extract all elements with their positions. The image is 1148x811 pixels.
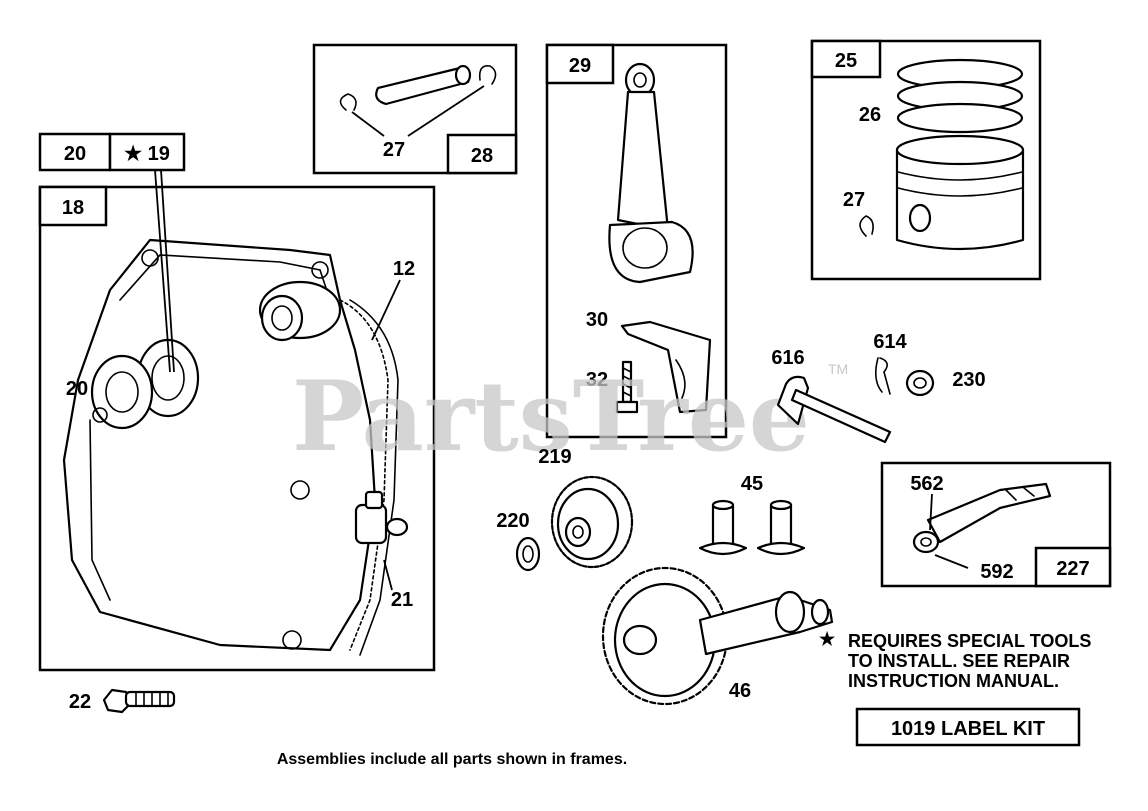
oil-fill-part[interactable] [354, 490, 409, 545]
callout-20: 20 [66, 378, 88, 400]
callout-22: 22 [69, 691, 91, 713]
washer-220-part[interactable] [515, 536, 541, 572]
note-line-3: INSTRUCTION MANUAL. [848, 671, 1059, 691]
callout-616: 616 [771, 347, 804, 369]
label-kit-box[interactable]: 1019 LABEL KIT [855, 707, 1081, 747]
piston-rings-part[interactable] [896, 58, 1024, 134]
camshaft-46-part[interactable] [601, 566, 834, 706]
frame-piston-pin[interactable]: 28 27 [312, 43, 518, 175]
callout-30: 30 [586, 309, 608, 331]
note-line-1: REQUIRES SPECIAL TOOLS [848, 631, 1091, 651]
callout-562: 562 [910, 473, 943, 495]
callout-45: 45 [741, 473, 763, 495]
frame-label-25: 25 [835, 50, 857, 72]
callout-12: 12 [393, 258, 415, 280]
crankcase-cover-part[interactable] [62, 238, 377, 652]
callout-46: 46 [729, 680, 751, 702]
dipper-30-part[interactable] [620, 320, 712, 414]
frame-label-28: 28 [471, 145, 493, 167]
watermark: PartsTree [292, 360, 810, 473]
callout-32: 32 [586, 369, 608, 391]
retainer-ring-piston [859, 215, 874, 237]
governor-link-616-part[interactable] [776, 375, 892, 444]
frame-piston[interactable]: 25 26 27 [810, 39, 1042, 281]
screw-22-part[interactable] [102, 688, 176, 714]
retainer-ring-right [478, 64, 497, 85]
callout-27-pin: 27 [383, 139, 405, 161]
governor-gear-219-part[interactable] [550, 475, 634, 569]
frame-oil-seal[interactable]: 20 ★ 19 [38, 132, 186, 373]
callout-26: 26 [859, 104, 881, 126]
callout-220: 220 [496, 510, 529, 532]
washer-230-part[interactable] [905, 369, 935, 397]
frame-connecting-rod[interactable]: 29 30 32 [545, 43, 728, 439]
frame-crankcase-cover[interactable]: 18 12 20 21 [38, 185, 436, 672]
tappet-left-part[interactable] [698, 499, 748, 556]
gasket-part[interactable] [339, 299, 389, 651]
seal-ring-part[interactable] [90, 354, 154, 430]
callout-219: 219 [538, 446, 571, 468]
callout-592: 592 [980, 561, 1013, 583]
callout-614: 614 [873, 331, 907, 353]
frame-governor-lever[interactable]: 227 562 592 [880, 461, 1112, 588]
piston-part[interactable] [895, 134, 1025, 251]
frame-label-18: 18 [62, 197, 84, 219]
frame-label-20: 20 [64, 143, 86, 165]
frame-label-19: ★ 19 [124, 143, 170, 165]
governor-lever-part[interactable] [912, 482, 1052, 554]
callout-27-piston: 27 [843, 189, 865, 211]
note-line-2: TO INSTALL. SEE REPAIR [848, 651, 1070, 671]
footer-note: Assemblies include all parts shown in fr… [277, 751, 627, 768]
frame-label-227: 227 [1056, 558, 1089, 580]
spring-614-part[interactable] [874, 357, 891, 395]
connecting-rod-part[interactable] [608, 62, 694, 284]
tappet-right-part[interactable] [756, 499, 806, 556]
note-star: ★ [819, 629, 836, 649]
watermark-tm: TM [828, 361, 848, 377]
special-tools-note: ★ REQUIRES SPECIAL TOOLS TO INSTALL. SEE… [819, 629, 1091, 691]
callout-230: 230 [952, 369, 985, 391]
screw-32-part[interactable] [615, 360, 639, 414]
label-kit-text: 1019 LABEL KIT [891, 718, 1045, 740]
frame-label-29: 29 [569, 55, 591, 77]
callout-21: 21 [391, 589, 413, 611]
retainer-ring-left [339, 93, 357, 111]
piston-pin-part[interactable] [375, 64, 472, 106]
